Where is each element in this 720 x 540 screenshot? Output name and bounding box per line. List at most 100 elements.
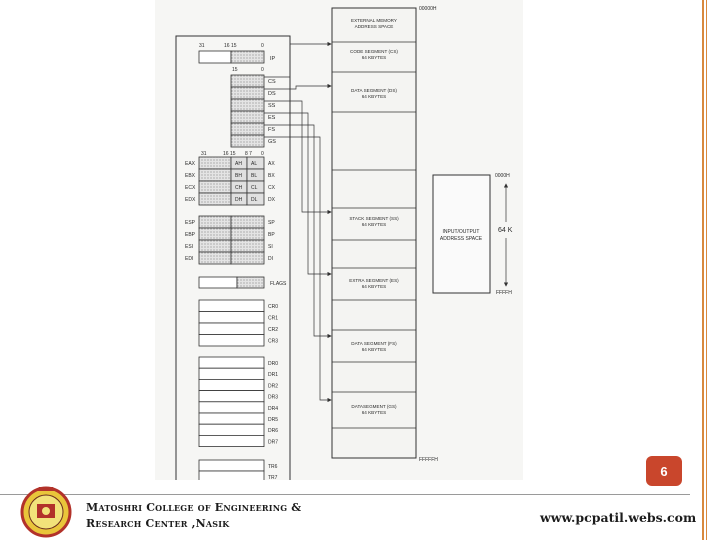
ptr-high-word [198,215,232,229]
debug-register-label: DR2 [268,383,278,389]
segment-register-label: SS [268,103,276,109]
debug-register-label: DR4 [268,406,278,412]
slide-border-line [702,0,704,540]
memory-bottom-address: FFFFFH [419,457,438,463]
segment-register-label: FS [268,127,275,133]
segment-register-label: ES [268,115,276,121]
memory-top-address: 00000H [419,6,437,12]
ptr-extended-label: ESI [185,244,193,250]
ip-label: IP [270,56,276,62]
gpr-extended-label: EBX [185,173,196,179]
debug-register-box [198,367,265,380]
segment-register-gs [230,134,265,148]
ptr-low-word [230,251,265,265]
gpr-low-label: BL [251,173,257,179]
gpr-high-word [198,156,232,170]
ptr-high-word [198,239,232,253]
memory-segment-label: EXTRA SEGMENT (ES) [349,278,399,283]
gpr-high-label: CH [235,185,243,191]
seg-bit-label-15: 15 [232,67,238,73]
ip-register-low [230,50,265,64]
memory-segment-size: ADDRESS SPACE [355,24,394,29]
io-top-address: 0000H [495,173,510,179]
gpr-bit-label-31: 31 [201,151,207,157]
flags-register-high [198,276,238,289]
ip-bit-label-0: 0 [261,43,264,49]
memory-segment-label: DATA SEGMENT (DS) [351,88,397,93]
gpr-extended-label: EDX [185,197,196,203]
gpr-low-label: AL [251,161,257,167]
memory-segment-label: STACK SEGMENT (SS) [349,216,399,221]
ptr-word-label: DI [268,256,273,262]
page-number-badge: 6 [646,456,682,486]
debug-register-label: DR6 [268,428,278,434]
memory-segment-label: CODE SEGMENT (CS) [350,49,398,54]
register-panel [175,35,291,480]
gpr-low-label: CL [251,185,258,191]
segment-register-label: DS [268,91,276,97]
gpr-bit-label-8-7: 8 7 [245,151,252,157]
control-register-label: CR2 [268,327,278,333]
segment-register-ds [230,86,265,100]
segment-register-label: GS [268,139,276,145]
segment-register-fs [230,122,265,136]
ptr-extended-label: EDI [185,256,193,262]
gpr-high-word [198,180,232,194]
college-logo-icon [20,486,72,538]
segment-register-ss [230,98,265,112]
debug-register-label: DR7 [268,439,278,445]
control-register-label: CR0 [268,304,278,310]
control-register-box [198,334,265,347]
debug-register-box [198,401,265,414]
memory-segment-size: 64 KBYTES [362,347,387,352]
segment-register-group: CS DS SS ES FS GS [230,74,276,148]
ip-bit-label-31: 31 [199,43,205,49]
segment-pointer-arrow [264,136,332,403]
ptr-high-word [198,251,232,265]
debug-register-box [198,390,265,403]
debug-register-label: DR0 [268,361,278,367]
gpr-high-label: AH [235,161,242,167]
gpr-bit-label-16-15: 16 15 [223,151,236,157]
gpr-low-label: DL [251,197,258,203]
test-register-label: TR6 [268,464,278,470]
ptr-word-label: BP [268,232,275,238]
segment-arrow-group [264,41,332,403]
website-url: www.pcpatil.webs.com [540,510,697,525]
memory-segment-label: DATASEGMENT (GS) [351,404,397,409]
control-register-box [198,322,265,335]
memory-segment-label: EXTERNAL MEMORY [351,18,397,23]
gpr-bit-label-0: 0 [261,151,264,157]
segment-register-es [230,110,265,124]
memory-segment-size: 64 KBYTES [362,410,387,415]
college-name-line2: Research Center ,Nasik [86,517,230,530]
seg-bit-label-0: 0 [261,67,264,73]
footer-divider [0,494,690,495]
gpr-high-label: BH [235,173,242,179]
control-register-box [198,311,265,324]
ip-register-high [198,50,232,64]
gpr-word-label: AX [268,161,275,167]
gpr-high-word [198,168,232,182]
ptr-extended-label: ESP [185,220,196,226]
debug-register-label: DR3 [268,395,278,401]
ptr-low-word [230,227,265,241]
college-name: Matoshri College of Engineering & Resear… [86,500,301,532]
segment-pointer-arrow [264,124,332,339]
io-address-space-box [432,174,491,294]
gpr-extended-label: ECX [185,185,196,191]
ptr-word-label: SP [268,220,275,226]
college-name-line1: Matoshri College of Engineering & [86,501,302,514]
test-register-label: TR7 [268,475,278,480]
segment-register-label: CS [268,79,276,85]
debug-register-label: DR5 [268,417,278,423]
ptr-word-label: SI [268,244,273,250]
control-register-label: CR1 [268,316,278,322]
gpr-high-word [198,192,232,206]
memory-segment-size: 64 KBYTES [362,94,387,99]
gpr-word-label: BX [268,173,275,179]
